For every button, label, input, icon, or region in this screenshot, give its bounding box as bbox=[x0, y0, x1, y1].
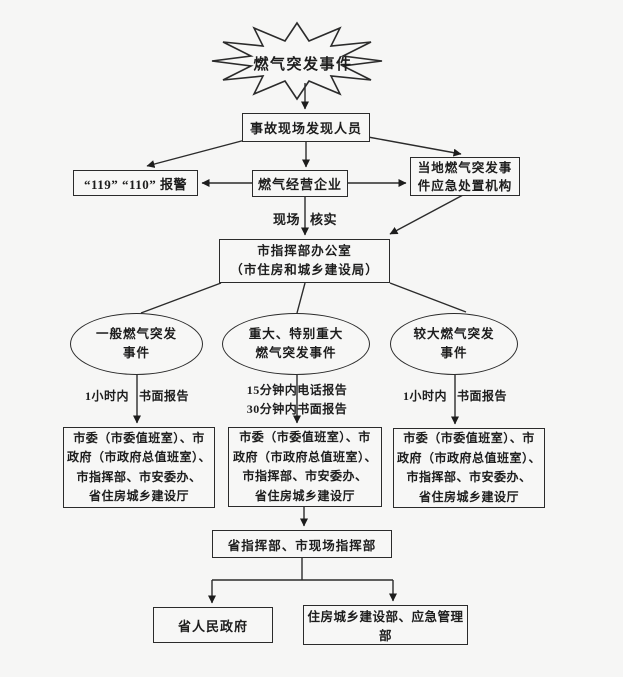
edge-command-general bbox=[140, 282, 222, 314]
trigger-starburst-label: 燃气突发事件 bbox=[253, 57, 353, 73]
verify-label-left: 现场 bbox=[272, 212, 300, 227]
verify-label-right: 核实 bbox=[310, 212, 338, 227]
general-event-ellipse: 一般燃气突发 事件 bbox=[70, 313, 203, 375]
edge-command-major bbox=[296, 282, 306, 314]
edge-local-agency-command-office bbox=[389, 194, 464, 235]
larger-report-mode: 书面报告 bbox=[457, 389, 508, 403]
report-box-major: 市委（市委值班室）、市 政府（市政府总值班室）、 市指挥部、市安委办、 省住房城… bbox=[228, 427, 382, 507]
general-report-time: 1小时内 bbox=[84, 389, 129, 403]
enterprise-box: 燃气经营企业 bbox=[252, 170, 348, 197]
major-report-time-written: 30分钟内 bbox=[246, 402, 298, 416]
major-report-mode-written: 书面报告 bbox=[297, 402, 348, 416]
major-report-row-phone: 15分钟内电话报告 bbox=[247, 381, 348, 400]
major-report-mode-phone: 电话报告 bbox=[297, 383, 348, 397]
report-box-general: 市委（市委值班室）、市 政府（市政府总值班室）、 市指挥部、市安委办、 省住房城… bbox=[63, 427, 215, 508]
general-report-mode: 书面报告 bbox=[139, 389, 190, 403]
field-hq-box: 省指挥部、市现场指挥部 bbox=[212, 530, 392, 558]
larger-report-label: 1小时内书面报告 bbox=[403, 387, 507, 404]
major-report-row-written: 30分钟内书面报告 bbox=[247, 400, 348, 419]
general-report-label: 1小时内书面报告 bbox=[85, 387, 189, 404]
report-box-larger: 市委（市委值班室）、市 政府（市政府总值班室）、 市指挥部、市安委办、 省住房城… bbox=[393, 428, 545, 508]
edge-command-larger bbox=[389, 282, 467, 313]
provincial-gov-box: 省人民政府 bbox=[153, 607, 273, 643]
major-event-ellipse: 重大、特别重大 燃气突发事件 bbox=[222, 313, 370, 375]
ministries-box: 住房城乡建设部、应急管理部 bbox=[303, 605, 468, 645]
edge-discoverer-local-agency bbox=[367, 136, 462, 157]
major-report-time-phone: 15分钟内 bbox=[246, 383, 298, 397]
edge-discoverer-alarm bbox=[146, 138, 250, 168]
local-agency-box: 当地燃气突发事 件应急处置机构 bbox=[410, 157, 520, 196]
discoverer-box: 事故现场发现人员 bbox=[242, 113, 370, 142]
command-office-box: 市指挥部办公室 （市住房和城乡建设局） bbox=[219, 239, 390, 283]
verify-label: 现场核实 bbox=[273, 209, 337, 228]
larger-report-time: 1小时内 bbox=[402, 389, 447, 403]
starburst-shape bbox=[211, 21, 383, 101]
alarm-box: “119” “110” 报警 bbox=[73, 170, 198, 196]
major-report-label: 15分钟内电话报告 30分钟内书面报告 bbox=[247, 381, 348, 419]
larger-event-ellipse: 较大燃气突发 事件 bbox=[390, 313, 518, 375]
